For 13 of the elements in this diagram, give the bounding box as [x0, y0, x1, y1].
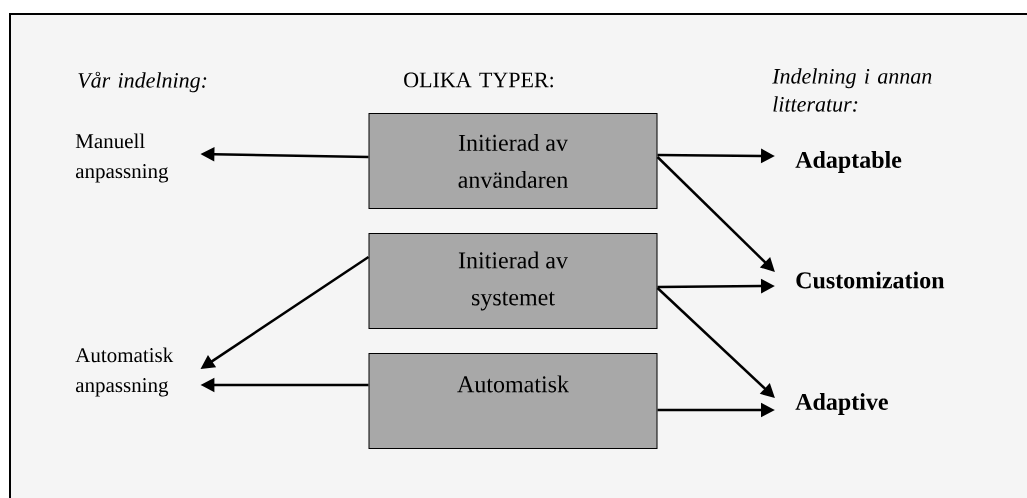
term-label: Customization	[796, 271, 945, 289]
process-box: Initierad av användaren	[368, 113, 658, 209]
arrow	[656, 287, 775, 398]
term-label: Adaptive	[795, 393, 888, 415]
column-heading: Vår indelning:	[78, 71, 207, 93]
process-box: Automatisk	[368, 353, 658, 449]
term-label: Adaptable	[795, 151, 902, 173]
column-heading: Indelning i annan litteratur:	[772, 68, 932, 112]
process-box: Initierad av systemet	[368, 233, 658, 329]
arrow	[656, 156, 775, 272]
column-heading: OLIKA TYPER:	[404, 72, 553, 88]
category-label: Automatisk anpassning	[75, 347, 174, 397]
category-label: Manuell anpassning	[75, 133, 169, 183]
